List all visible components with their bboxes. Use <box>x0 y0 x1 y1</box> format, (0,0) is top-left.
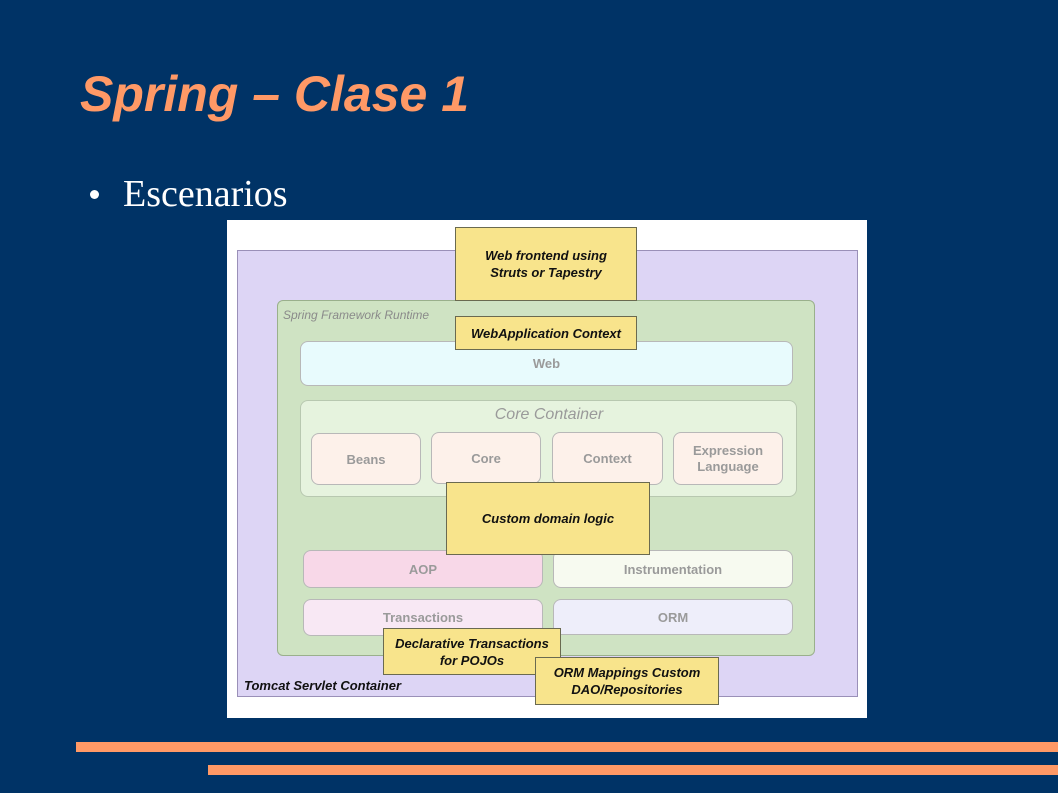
spring-architecture-diagram: Spring Framework Runtime Web Core Contai… <box>227 220 867 718</box>
web-frontend-callout: Web frontend using Struts or Tapestry <box>455 227 637 301</box>
spring-runtime-label: Spring Framework Runtime <box>283 308 430 322</box>
declarative-transactions-callout: Declarative Transactions for POJOs <box>383 628 561 675</box>
bullet-item: Escenarios <box>90 172 288 216</box>
instrumentation-module: Instrumentation <box>553 550 793 588</box>
context-module: Context <box>552 432 663 485</box>
aop-module: AOP <box>303 550 543 588</box>
slide-title: Spring – Clase 1 <box>80 66 470 122</box>
tomcat-container-label: Tomcat Servlet Container <box>244 678 402 693</box>
bullet-text: Escenarios <box>123 173 288 215</box>
footer-accent-bar-top <box>76 742 1058 752</box>
core-container-label: Core Container <box>494 406 604 423</box>
beans-module: Beans <box>311 433 421 485</box>
webapp-context-callout: WebApplication Context <box>455 316 637 350</box>
footer-accent-bar-bottom <box>208 765 1058 775</box>
core-module: Core <box>431 432 541 484</box>
bullet-dot-icon <box>90 189 99 199</box>
orm-mappings-callout: ORM Mappings Custom DAO/Repositories <box>535 657 719 705</box>
orm-module: ORM <box>553 599 793 635</box>
custom-domain-callout: Custom domain logic <box>446 482 650 555</box>
expression-language-module: Expression Language <box>673 432 783 485</box>
